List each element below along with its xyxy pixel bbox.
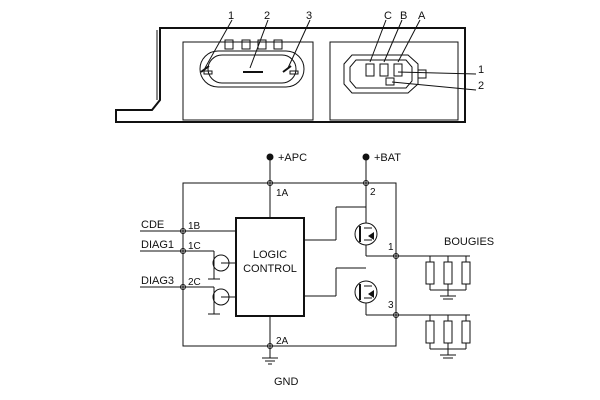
mosfet-2 <box>304 267 396 316</box>
connector-right <box>343 19 477 94</box>
housing <box>115 27 466 123</box>
node-3-label: 3 <box>388 300 394 311</box>
bougie-group-1 <box>396 255 471 300</box>
node-2a-label: 2A <box>276 336 289 347</box>
node-2a <box>267 343 273 349</box>
diag1-label: DIAG1 <box>141 239 174 251</box>
node-1b-label: 1B <box>188 221 201 232</box>
apc-label: +APC <box>278 152 307 164</box>
connector-left-pin-3: 3 <box>306 10 312 22</box>
connector-left-pin-2: 2 <box>264 10 270 22</box>
bougie-group-2 <box>396 314 471 359</box>
node-2-label: 2 <box>370 187 376 198</box>
mosfet-1 <box>304 183 396 257</box>
connector-right-pin-b: B <box>400 10 407 22</box>
diag3-label: DIAG3 <box>141 275 174 287</box>
circuit-frame <box>182 157 397 358</box>
node-1c-label: 1C <box>188 241 201 252</box>
diag-transistor-1 <box>183 250 236 280</box>
logic-label-line1: LOGIC <box>253 249 287 261</box>
logic-label-line2: CONTROL <box>243 263 297 275</box>
connector-right-pin-a: A <box>418 10 426 22</box>
bat-label: +BAT <box>374 152 401 164</box>
node-2c-label: 2C <box>188 277 201 288</box>
node-1a-label: 1A <box>276 188 289 199</box>
bougies-label: BOUGIES <box>444 236 494 248</box>
connector-left-pin-1: 1 <box>228 10 234 22</box>
connector-right-pin-c: C <box>384 10 392 22</box>
connector-left <box>199 19 311 88</box>
node-1a <box>267 180 273 186</box>
logic-control-block <box>235 217 305 317</box>
gnd-symbol <box>262 357 278 365</box>
side-pin-1: 1 <box>478 64 484 76</box>
side-pin-2: 2 <box>478 80 484 92</box>
node-1-label: 1 <box>388 242 394 253</box>
gnd-label: GND <box>274 376 299 388</box>
cde-label: CDE <box>141 219 164 231</box>
diag-transistor-2 <box>183 286 236 315</box>
